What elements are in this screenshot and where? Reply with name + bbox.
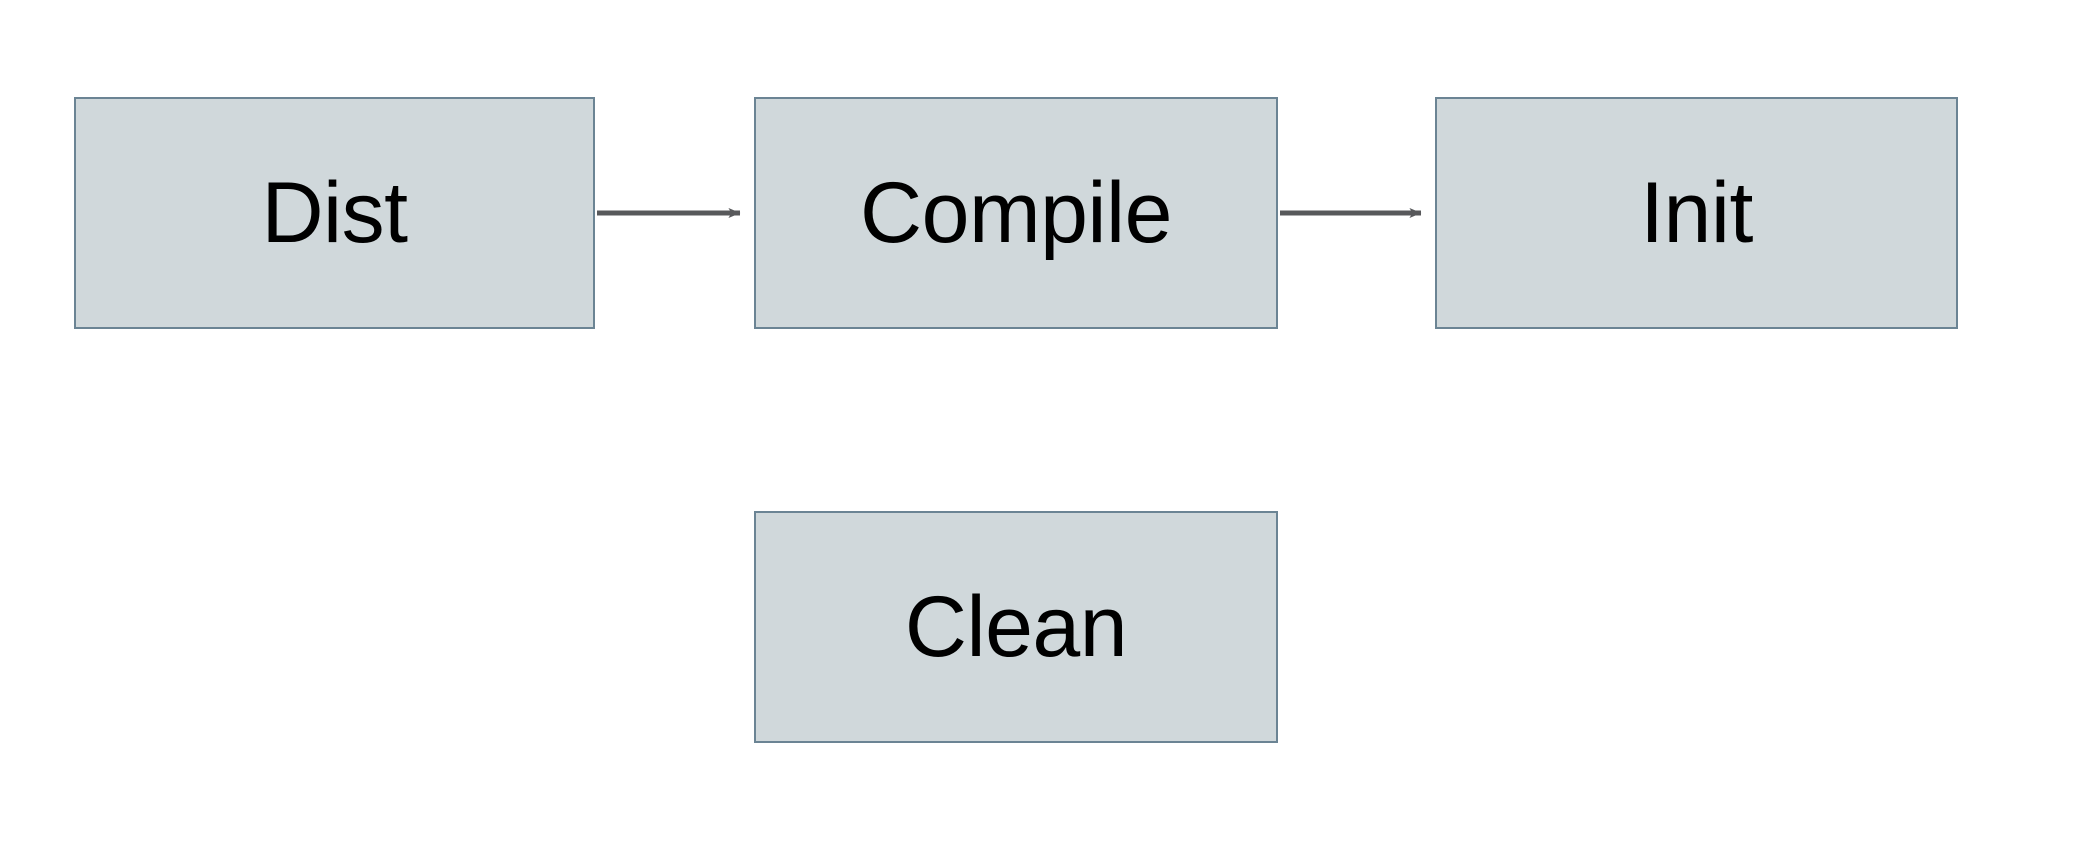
node-compile[interactable]: Compile: [754, 97, 1278, 329]
node-clean[interactable]: Clean: [754, 511, 1278, 743]
node-init[interactable]: Init: [1435, 97, 1958, 329]
node-clean-label: Clean: [904, 579, 1128, 675]
node-compile-label: Compile: [860, 165, 1172, 261]
node-dist[interactable]: Dist: [74, 97, 595, 329]
node-dist-label: Dist: [261, 165, 408, 261]
node-init-label: Init: [1640, 165, 1753, 261]
